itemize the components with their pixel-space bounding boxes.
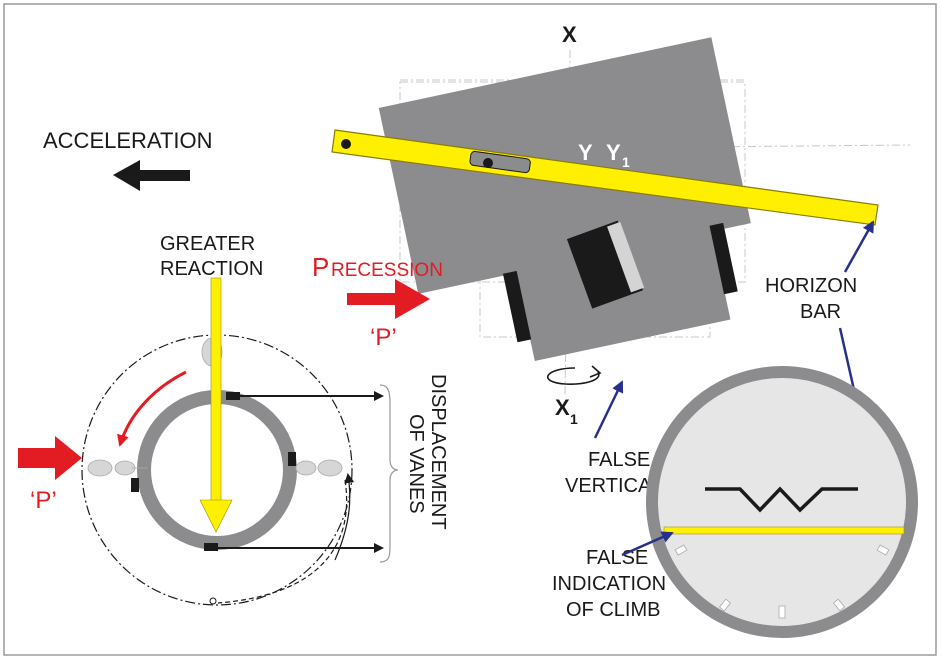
bottom-port [209,597,217,605]
indicator-horizon-line [663,526,905,535]
vane-bottom [204,543,218,551]
gyro-side-pad-left [502,270,532,343]
horizon-bar-label-1: HORIZON [765,275,857,297]
svg-text:X: X [555,395,570,420]
displacement-arrow-up [334,473,355,561]
displacement-label-1: DISPLACEMENT [427,374,449,530]
acceleration-arrow [113,160,190,191]
false-indication-arrow [621,531,674,557]
greater-reaction-label-2: REACTION [160,258,263,280]
svg-text:Y: Y [606,140,621,165]
false-vertical-arrow [593,380,624,439]
axis-label-y-y1: Y Y 1 [578,140,630,170]
svg-text:Y: Y [578,140,593,165]
bar-slot [469,150,531,174]
false-vertical-label-1: FALSE [588,449,650,471]
false-indication-label-3: OF CLIMB [566,599,660,621]
attitude-indicator-face [646,366,918,638]
vane-top [226,392,240,400]
gyro-side-pad-right [709,222,738,295]
rotation-red-arrow [117,370,187,447]
p-arrow-left [18,436,82,480]
vane-left [131,478,139,492]
precession-arrow [347,279,430,319]
displacement-dashed-path [217,479,348,604]
horizon-bar-arrow-up [843,220,875,273]
svg-text:P: P [312,252,329,282]
p-quote-label-top: ‘P’ [370,324,397,351]
greater-reaction-label-1: GREATER [160,233,255,255]
rotation-symbol [546,365,602,385]
gyro-rotor [566,220,645,309]
displacement-label-2: OF VANES [405,414,427,514]
svg-text:1: 1 [570,411,578,427]
reaction-arrow-head [199,499,233,533]
air-jet-right [295,459,343,477]
svg-text:1: 1 [622,154,630,170]
slot-pin-dot [483,158,493,168]
acceleration-label: ACCELERATION [43,128,213,153]
axis-label-x1: X 1 [555,395,578,427]
axis-label-x: X [562,22,577,47]
p-quote-label-left: ‘P’ [30,487,57,514]
displacement-brace [379,384,399,563]
horizon-bar [331,129,879,226]
false-vertical-label-2: VERTICAL [565,475,662,497]
vane-right [288,452,296,466]
bar-pivot-dot [341,139,351,149]
svg-text:RECESSION: RECESSION [331,260,443,281]
air-jet-left [87,459,148,477]
false-indication-label-2: INDICATION [552,573,666,595]
precession-label: P RECESSION [312,252,443,282]
false-indication-label-1: FALSE [586,547,648,569]
horizon-bar-label-2: BAR [800,301,841,323]
bank-tick-marks [674,544,890,619]
aircraft-symbol [705,486,858,513]
reaction-arrow-shaft [210,277,222,504]
